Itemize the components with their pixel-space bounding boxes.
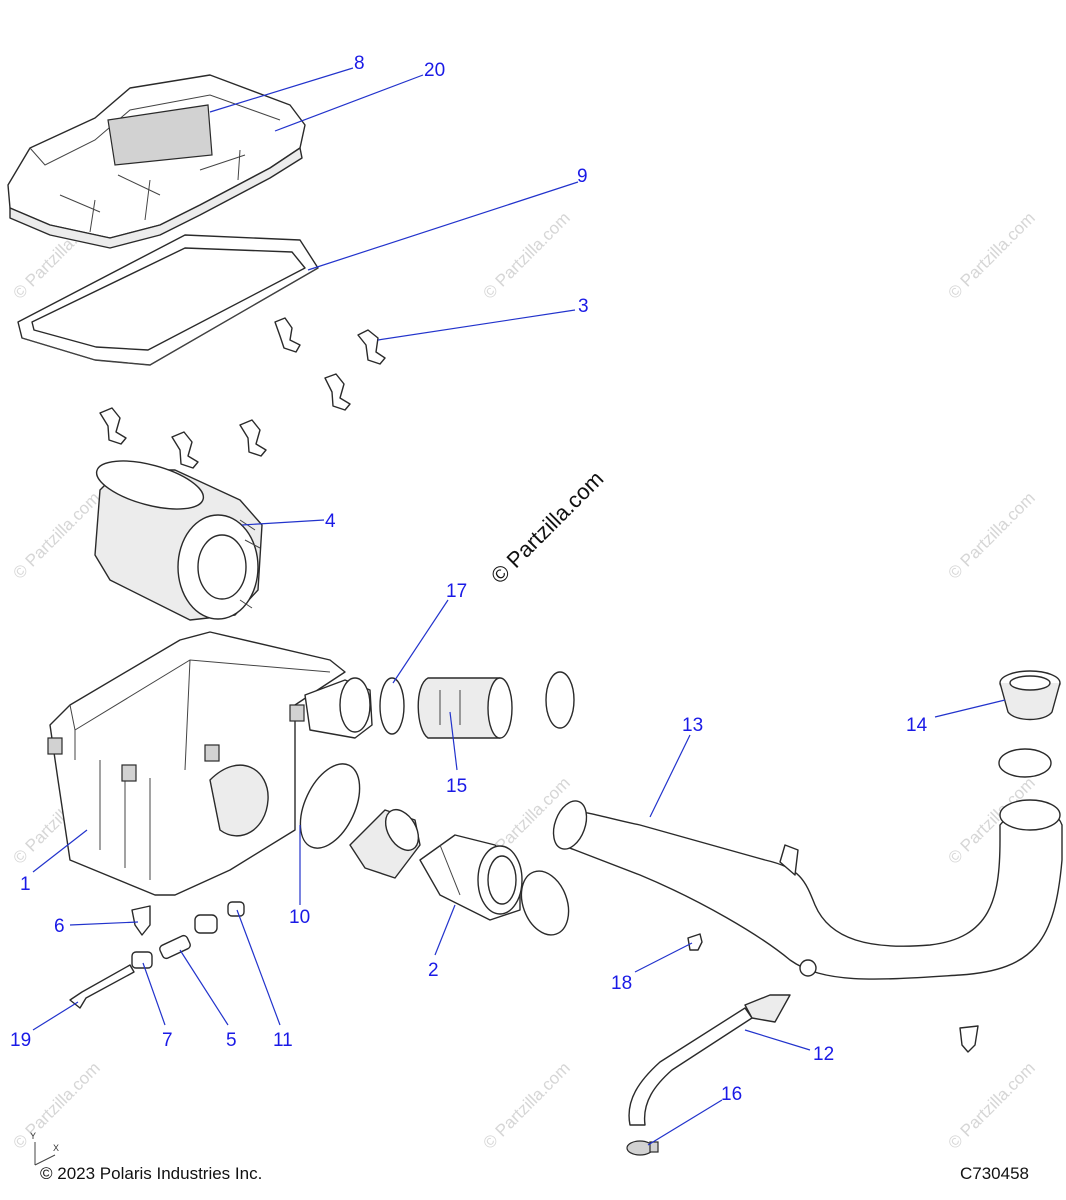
inlet-cap <box>999 670 1061 721</box>
callout-3: 3 <box>578 296 589 317</box>
callout-4: 4 <box>325 511 336 532</box>
grommet-loose <box>959 1025 979 1053</box>
callout-5: 5 <box>226 1030 237 1051</box>
intake-coupler <box>417 677 513 739</box>
grommet-11 <box>227 901 245 917</box>
callout-6: 6 <box>54 916 65 937</box>
callout-9: 9 <box>577 166 588 187</box>
callout-14: 14 <box>906 715 928 736</box>
leader-12 <box>744 1029 811 1051</box>
drain-clamp <box>626 1140 659 1156</box>
bolt-19 <box>69 964 135 1009</box>
airbox-gasket <box>17 234 319 366</box>
callout-labels: 8 20 9 3 4 17 15 1 10 2 13 14 6 7 5 11 1… <box>10 53 928 1105</box>
grommet-6 <box>131 905 151 936</box>
spacer <box>194 914 218 934</box>
callout-1: 1 <box>20 874 31 895</box>
watermark: © Partzilla.com <box>479 208 573 302</box>
leader-6 <box>69 921 139 926</box>
leader-13 <box>649 734 691 818</box>
leader-17 <box>392 599 449 684</box>
callout-18: 18 <box>611 973 632 994</box>
leader-8 <box>209 67 354 113</box>
leader-1 <box>32 829 88 873</box>
drain-tube <box>628 994 791 1126</box>
watermark: © Partzilla.com <box>9 488 103 582</box>
copyright-text: © 2023 Polaris Industries Inc. <box>40 1164 263 1183</box>
air-filter <box>94 460 263 621</box>
intake-tube <box>552 799 1063 980</box>
watermark: © Partzilla.com <box>944 1058 1038 1152</box>
axis-indicator: Y X <box>30 1131 59 1166</box>
watermark: © Partzilla.com <box>479 1058 573 1152</box>
diagram-id: C730458 <box>960 1164 1030 1183</box>
watermark-main: © Partzilla.com <box>486 466 609 589</box>
throttle-adapter <box>419 834 523 921</box>
leader-18 <box>634 942 693 973</box>
watermark: © Partzilla.com <box>944 208 1038 302</box>
leader-4 <box>241 519 325 526</box>
bushing-7 <box>131 951 153 969</box>
leader-3 <box>377 309 576 341</box>
hardware-parts <box>69 901 979 1053</box>
callout-15: 15 <box>446 776 467 797</box>
leader-11 <box>236 909 281 1026</box>
callout-13: 13 <box>682 715 703 736</box>
airbox-lid <box>7 74 306 249</box>
axis-x-label: X <box>53 1143 59 1153</box>
hose-clamps <box>299 671 1052 936</box>
leader-19 <box>32 1001 79 1031</box>
callout-20: 20 <box>424 60 445 81</box>
callout-11: 11 <box>273 1030 293 1051</box>
leader-16 <box>647 1099 723 1146</box>
callout-2: 2 <box>428 960 439 981</box>
callout-12: 12 <box>813 1044 834 1065</box>
bolt-18 <box>687 933 703 951</box>
callout-16: 16 <box>721 1084 742 1105</box>
callout-10: 10 <box>289 907 310 928</box>
leader-lines <box>32 67 1006 1146</box>
callout-17: 17 <box>446 581 467 602</box>
leader-7 <box>142 962 166 1026</box>
leader-15 <box>449 711 458 771</box>
retaining-clips <box>99 317 386 469</box>
sleeve-5 <box>159 934 191 960</box>
watermark: © Partzilla.com <box>9 1058 103 1152</box>
callout-8: 8 <box>354 53 365 74</box>
watermark: © Partzilla.com <box>944 488 1038 582</box>
leader-5 <box>179 949 229 1026</box>
leader-9 <box>307 181 579 271</box>
leader-2 <box>434 904 456 956</box>
airbox-housing <box>47 631 373 896</box>
axis-y-label: Y <box>30 1131 36 1141</box>
leader-14 <box>934 699 1006 718</box>
callout-19: 19 <box>10 1030 31 1051</box>
intake-duct <box>349 809 421 879</box>
callout-7: 7 <box>162 1030 173 1051</box>
leader-20 <box>274 74 424 132</box>
